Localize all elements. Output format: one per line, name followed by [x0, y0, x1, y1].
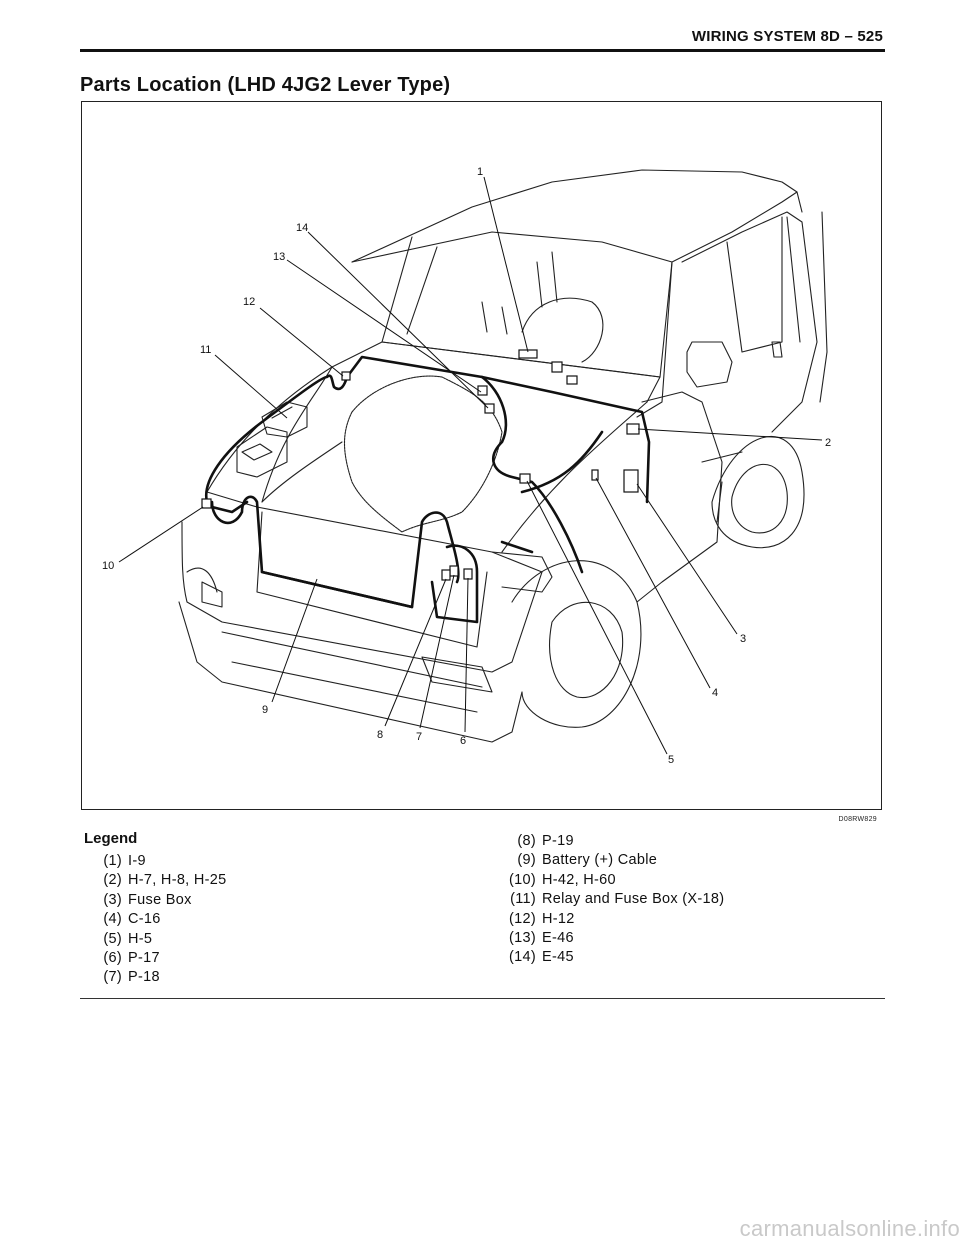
legend-item: (3)Fuse Box [103, 891, 192, 908]
vehicle-wiring-illustration: 1 2 3 4 5 6 7 8 9 10 11 12 13 14 [102, 166, 831, 766]
legend-column-right: (8)P-19 (9)Battery (+) Cable (10)H-42, H… [502, 832, 724, 968]
connector-4 [591, 469, 599, 481]
callout-10: 10 [102, 560, 114, 572]
connectors [201, 349, 640, 581]
legend-item: (14)E-45 [509, 949, 574, 966]
callout-12: 12 [243, 296, 255, 308]
legend-title: Legend [84, 830, 138, 847]
callout-8: 8 [377, 729, 383, 741]
fuse-box-3 [623, 469, 639, 493]
legend-item: (7)P-18 [103, 969, 160, 986]
connector-14 [484, 403, 495, 414]
leader-lines [118, 176, 823, 755]
legend-item: (2)H-7, H-8, H-25 [103, 872, 227, 889]
callout-11: 11 [200, 344, 211, 356]
callout-5: 5 [668, 754, 674, 766]
callout-7: 7 [416, 731, 422, 743]
connector-5 [519, 473, 531, 484]
connector-6 [463, 568, 473, 580]
legend-item: (11)Relay and Fuse Box (X-18) [510, 891, 725, 908]
connector-7 [449, 565, 459, 577]
legend-item: (10)H-42, H-60 [509, 871, 616, 888]
wiring-harness [204, 355, 651, 624]
legend-item: (5)H-5 [103, 930, 153, 947]
callout-4: 4 [712, 687, 718, 699]
page-header: WIRING SYSTEM 8D – 525 [80, 28, 885, 54]
callout-3: 3 [740, 633, 746, 645]
header-rule [80, 49, 885, 52]
legend-item: (4)C-16 [103, 911, 161, 928]
connector-10 [201, 498, 212, 509]
vehicle-outline [178, 169, 828, 743]
parts-location-figure: 1 2 3 4 5 6 7 8 9 10 11 12 13 14 D08RW82… [81, 101, 882, 823]
page-title: Parts Location (LHD 4JG2 Lever Type) [80, 74, 451, 96]
legend-item: (8)P-19 [517, 833, 574, 849]
callout-2: 2 [825, 437, 831, 449]
callout-6: 6 [460, 735, 466, 747]
figure-code: D08RW829 [838, 816, 877, 823]
watermark: carmanualsonline.info [739, 1216, 960, 1241]
connector-1b [551, 361, 563, 373]
legend-item: (1)I-9 [103, 853, 146, 869]
callout-14: 14 [296, 222, 308, 234]
callout-numbers: 1 2 3 4 5 6 7 8 9 10 11 12 13 14 [102, 166, 831, 766]
connector-1c [566, 375, 578, 385]
callout-9: 9 [262, 704, 268, 716]
connector-2 [626, 423, 640, 435]
legend-item: (9)Battery (+) Cable [517, 852, 658, 869]
header-title: WIRING SYSTEM 8D – 525 [691, 28, 883, 45]
connector-12 [341, 371, 351, 381]
legend-item: (6)P-17 [103, 950, 160, 967]
legend-item: (12)H-12 [509, 910, 575, 927]
legend-column-left: (1)I-9 (2)H-7, H-8, H-25 (3)Fuse Box (4)… [88, 852, 226, 988]
callout-1: 1 [477, 166, 483, 178]
callout-13: 13 [273, 251, 285, 263]
connector-8 [441, 569, 451, 581]
footer-rule [80, 998, 885, 999]
legend-item: (13)E-46 [509, 930, 574, 947]
